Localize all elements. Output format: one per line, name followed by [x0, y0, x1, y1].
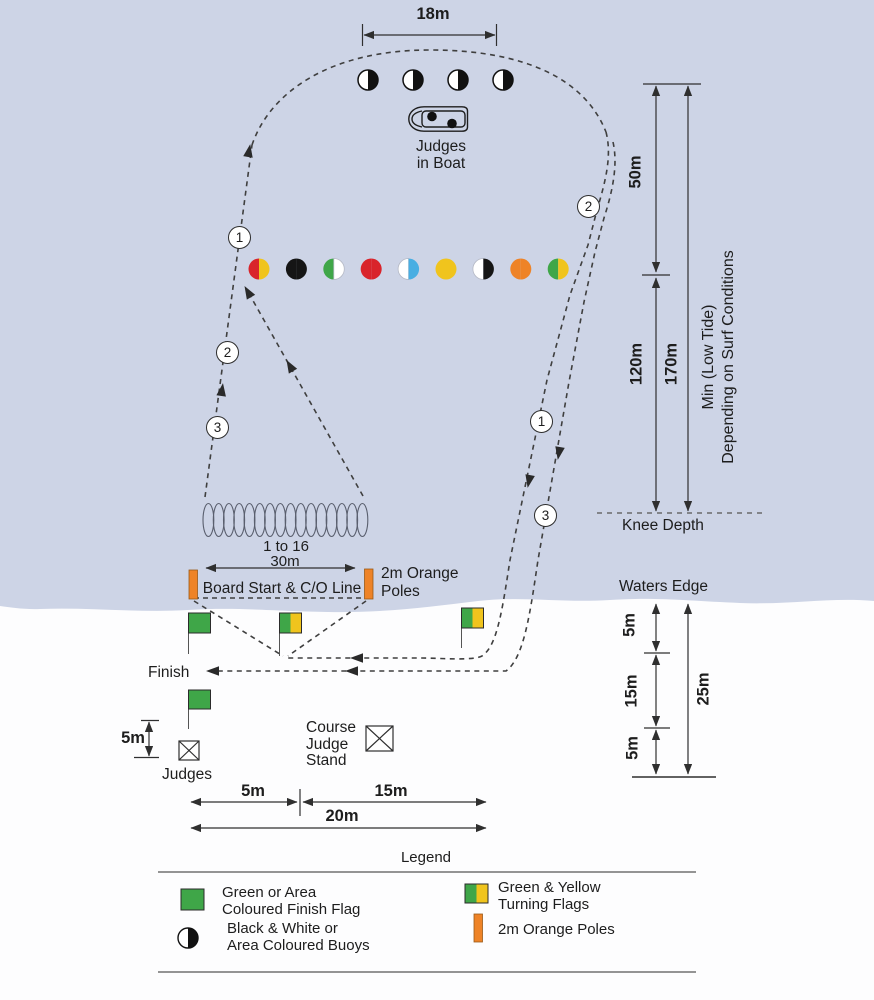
dim-label-30m: 30m: [270, 553, 300, 570]
legend-item-green-flag-label: Green or Area Coloured Finish Flag: [222, 884, 360, 918]
finish-flag-left-icon: [188, 612, 211, 654]
orange-poles-line1: 2m Orange: [381, 565, 459, 582]
legend-item1-line2: Area Coloured Buoys: [227, 937, 370, 954]
return-line-inner: [288, 131, 610, 660]
orange-pole-left-icon: [188, 569, 198, 600]
legend-orange-pole-icon: [473, 913, 483, 943]
dim-label-170m: 170m: [662, 342, 681, 386]
judges-in-boat-line2: in Boat: [416, 155, 466, 172]
legend-item-buoys-label: Black & White or Area Coloured Buoys: [227, 920, 370, 954]
judges-in-boat-label: Judges in Boat: [416, 138, 466, 172]
legend-item2-line2: Turning Flags: [498, 896, 590, 913]
coloured-buoys-row: [248, 258, 569, 280]
orange-poles-line2: Poles: [381, 582, 420, 600]
start-positions-label: 1 to 16: [263, 538, 309, 555]
dim-label-beach-15m: 15m: [622, 674, 641, 708]
turning-flag-middle-icon: [279, 612, 302, 656]
course-judge-stand-icon: [365, 725, 394, 752]
course-marker-out-1: 1: [228, 226, 251, 249]
legend-green-flag-icon: [180, 888, 205, 911]
legend-black-white-buoy-icon: [177, 927, 199, 949]
dim-label-50m: 50m: [626, 155, 645, 189]
return-line-outer: [212, 141, 616, 672]
course-marker-in-2: 2: [577, 195, 600, 218]
course-marker-in-1: 1: [530, 410, 553, 433]
legend-item1-line1: Black & White or: [227, 920, 338, 937]
start-funnel-right: [287, 600, 367, 657]
dim-label-5m-finish: 5m: [121, 729, 145, 747]
start-diagonal-line: [246, 289, 364, 497]
legend-item2-line1: Green & Yellow: [498, 879, 601, 896]
legend-box: [158, 871, 696, 973]
legend-green-yellow-flag-icon: [464, 883, 489, 904]
orange-poles-label: 2m Orange Poles: [381, 565, 459, 600]
start-position-ovals: [202, 502, 369, 538]
course-judge-line1: Course: [306, 719, 356, 736]
dim-label-18m: 18m: [416, 5, 450, 23]
legend-item0-line2: Coloured Finish Flag: [222, 901, 361, 918]
judges-label: Judges: [162, 766, 212, 783]
tide-note-label: Min (Low Tide) Depending on Surf Conditi…: [699, 250, 739, 463]
judges-in-boat-line1: Judges: [416, 138, 466, 155]
finish-label: Finish: [148, 664, 190, 681]
course-judge-line3: Stand: [306, 752, 347, 769]
course-judge-stand-label: Course Judge Stand: [306, 719, 356, 770]
water-area: [0, 0, 874, 613]
turning-flag-right-icon: [461, 607, 484, 648]
legend-item0-line1: Green or Area: [222, 884, 317, 901]
dim-5m-finish: [134, 719, 159, 759]
waters-edge-label: Waters Edge: [619, 578, 709, 595]
legend-item-turning-flags-label: Green & Yellow Turning Flags: [498, 879, 601, 913]
tide-note-line1: Min (Low Tide): [700, 304, 717, 410]
start-funnel-left: [193, 600, 284, 657]
course-direction-arrows: [206, 144, 565, 676]
course-marker-out-2: 2: [216, 341, 239, 364]
dim-label-beach-5m-lower: 5m: [623, 736, 642, 760]
dim-label-20m: 20m: [325, 807, 359, 825]
board-start-line-label: Board Start & C/O Line: [202, 580, 362, 597]
course-judge-line2: Judge: [306, 735, 349, 753]
judges-boat-icon: [408, 106, 469, 132]
dim-beach-zones: [632, 603, 716, 778]
black-white-buoys-row: [357, 69, 514, 91]
judges-box-icon: [178, 740, 200, 761]
dim-label-15m-bottom: 15m: [374, 782, 408, 800]
dim-course-lengths: [642, 83, 701, 512]
finish-flag-icon: [188, 689, 211, 729]
course-marker-in-3: 3: [534, 504, 557, 527]
course-marker-out-3: 3: [206, 416, 229, 439]
dim-label-beach-25m: 25m: [694, 672, 713, 706]
legend-title: Legend: [400, 849, 452, 866]
dim-label-5m-bottom: 5m: [241, 782, 265, 800]
dim-18m: [361, 24, 498, 46]
dim-label-120m: 120m: [627, 342, 646, 386]
knee-depth-label: Knee Depth: [622, 517, 704, 534]
orange-pole-right-icon: [364, 568, 374, 600]
tide-note-line2: Depending on Surf Conditions: [720, 250, 737, 464]
legend-item-poles-label: 2m Orange Poles: [498, 921, 615, 938]
dim-bottom: [190, 789, 487, 833]
dim-label-beach-5m-upper: 5m: [620, 613, 639, 637]
